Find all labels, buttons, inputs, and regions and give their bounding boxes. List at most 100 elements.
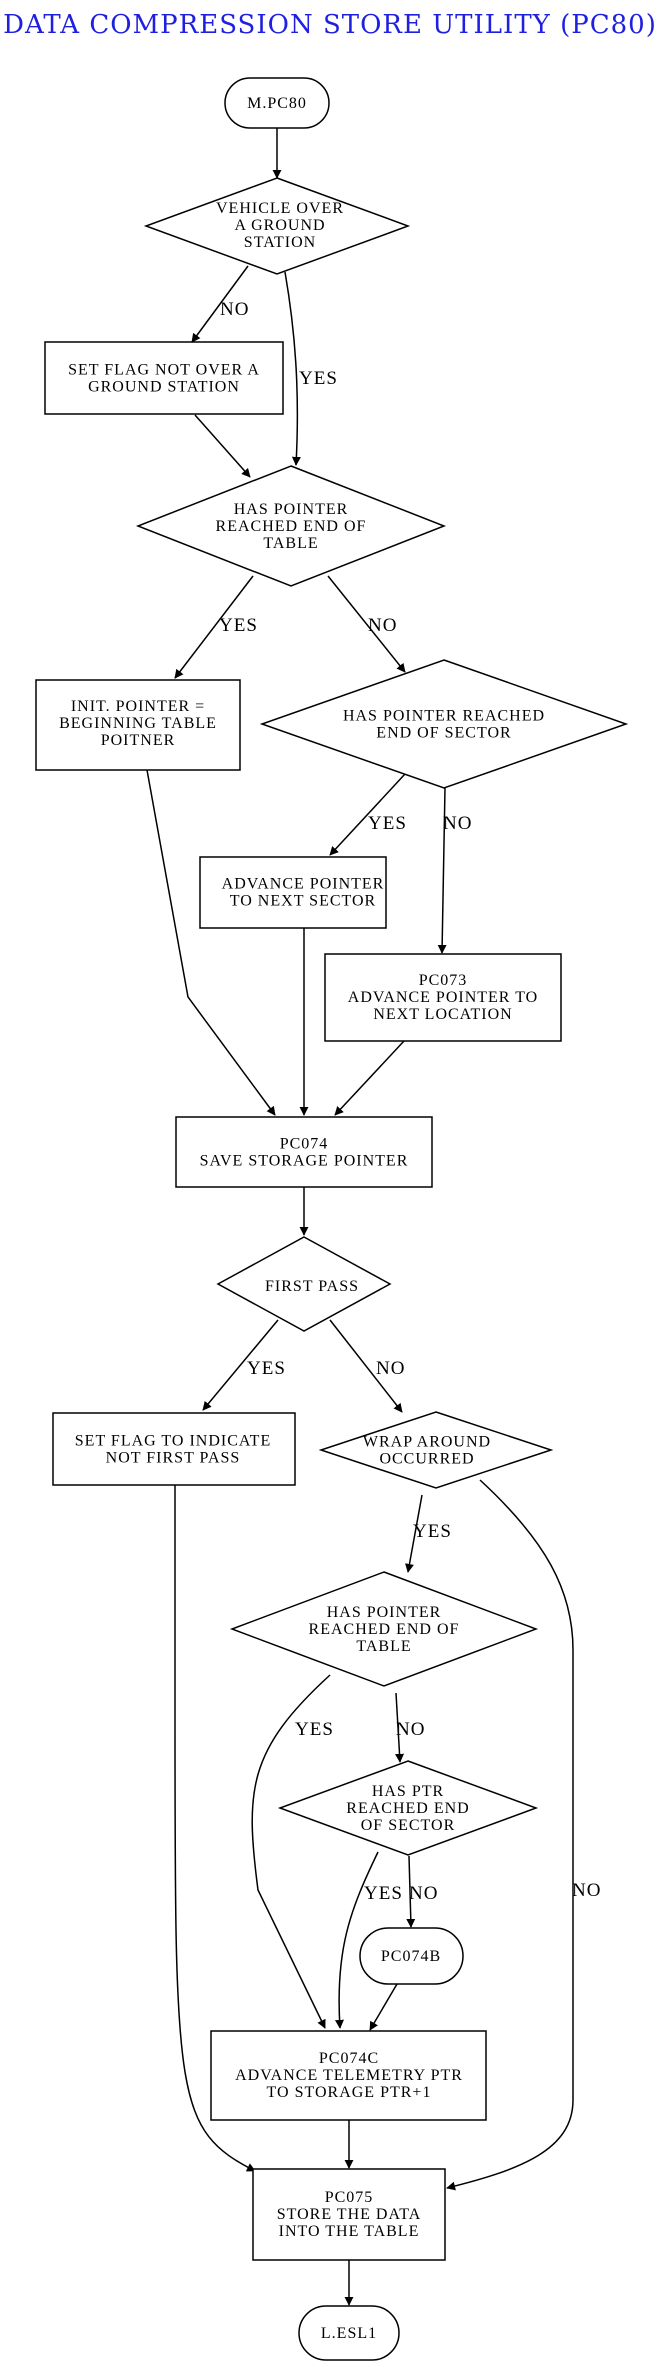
ptr-end-table-2-line-3: TABLE [356,1638,411,1655]
node-end-text: L.ESL1 [321,2325,377,2342]
node-end: L.ESL1 [298,2305,400,2361]
edge-sector1-no [437,787,447,954]
pc074-line-2: SAVE STORAGE POINTER [200,1153,409,1170]
edge-table1-no [327,575,406,673]
edges [146,128,574,2306]
advance-next-sector-line-2: TO NEXT SECTOR [230,893,376,910]
init-pointer-line-3: POITNER [101,732,176,749]
ptr-end-table-1-line-1: HAS POINTER [234,501,349,518]
edge-wrap-no [446,1479,574,2191]
edge-table1-yes [174,575,254,679]
first-pass-line-1: FIRST PASS [265,1278,359,1295]
pc074c-line-3: TO STORAGE PTR+1 [267,2084,432,2101]
label-table1-yes: YES [219,615,258,636]
label-firstpass-yes: YES [247,1358,286,1379]
label-table1-no: NO [368,615,397,636]
set-flag-not-first-line-1: SET FLAG TO INDICATE [75,1433,271,1450]
edge-sector2-no [406,1855,416,1928]
set-flag-not-over-line-1: SET FLAG NOT OVER A [68,362,260,379]
edge-sector2-yes [334,1851,379,2029]
edge-labels: NO YES YES NO YES NO YES NO YES NO YES N… [219,299,601,1904]
edge-table2-yes [251,1674,331,2029]
pc074c-line-1: PC074C [319,2050,379,2067]
pc073-line-1: PC073 [419,972,468,989]
pc075-line-1: PC075 [325,2189,374,2206]
node-first-pass-text: FIRST PASS [265,1278,359,1295]
end-line-1: L.ESL1 [321,2325,377,2342]
edge-setflag-to-pc075 [174,1485,256,2172]
label-table2-yes: YES [295,1719,334,1740]
pc074-line-1: PC074 [280,1136,329,1153]
label-sector2-yes: YES [364,1883,403,1904]
ptr-end-table-2-line-2: REACHED END OF [309,1621,460,1638]
label-wrap-yes: YES [413,1521,452,1542]
edge-sector1-yes [329,773,406,856]
set-flag-not-first-line-2: NOT FIRST PASS [106,1450,241,1467]
edge-setflag-to-table1 [194,414,251,478]
pc075-line-3: INTO THE TABLE [279,2223,420,2240]
label-firstpass-no: NO [376,1358,405,1379]
node-start-text: M.PC80 [247,95,307,112]
start-line-1: M.PC80 [247,95,307,112]
edge-vehicle-no [191,265,249,343]
ptr-end-sector-1-line-2: END OF SECTOR [376,725,511,742]
init-pointer-line-2: BEGINNING TABLE [59,715,217,732]
ptr-end-sector-2-line-1: HAS PTR [372,1783,444,1800]
ptr-end-sector-2-line-2: REACHED END [346,1800,469,1817]
diagram-title: DATA COMPRESSION STORE UTILITY (PC80) [3,10,657,40]
node-start: M.PC80 [224,77,330,129]
pc074b-line-1: PC074B [381,1948,441,1965]
vehicle-over-line-2: A GROUND [234,217,325,234]
edge-vehicle-yes [284,271,301,466]
vehicle-over-line-1: VEHICLE OVER [216,200,344,217]
label-wrap-no: NO [572,1880,601,1901]
label-table2-no: NO [396,1719,425,1740]
pc075-line-2: STORE THE DATA [277,2206,422,2223]
ptr-end-table-2-line-1: HAS POINTER [327,1604,442,1621]
ptr-end-table-1-line-3: TABLE [263,535,318,552]
edge-firstpass-yes [202,1319,279,1411]
ptr-end-sector-2-line-3: OF SECTOR [361,1817,456,1834]
label-vehicle-no: NO [220,299,249,320]
label-sector1-no: NO [443,813,472,834]
advance-next-sector-line-1: ADVANCE POINTER [222,876,385,893]
edge-init-to-pc074 [146,769,276,1116]
pc073-line-2: ADVANCE POINTER TO [348,989,538,1006]
node-first-pass: FIRST PASS [216,1236,392,1332]
node-pc074b: PC074B [359,1927,464,1985]
edge-pc073-to-pc074 [334,1040,405,1116]
label-sector2-no: NO [409,1883,438,1904]
edge-wrap-yes [405,1494,423,1573]
ptr-end-sector-1-line-1: HAS POINTER REACHED [343,708,545,725]
wrap-around-line-2: OCCURRED [379,1451,474,1468]
edge-firstpass-no [329,1319,403,1413]
pc073-line-3: NEXT LOCATION [373,1006,512,1023]
